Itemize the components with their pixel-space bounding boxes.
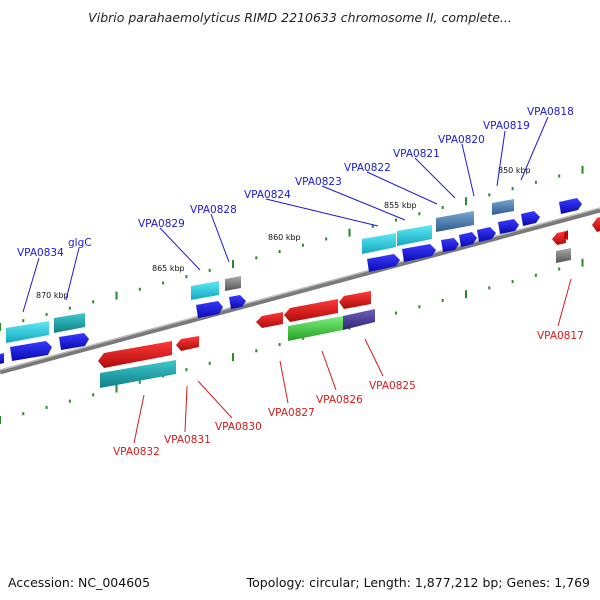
kbp-label-870: 870 kbp	[36, 291, 69, 300]
gene-label-VPA0819[interactable]: VPA0819	[483, 120, 530, 132]
gene-arrow-rev[interactable]	[592, 217, 600, 232]
gene-arrow-fwd[interactable]	[459, 232, 477, 247]
gene-label-VPA0818[interactable]: VPA0818	[527, 106, 574, 118]
gene-arrow-fwd[interactable]	[559, 198, 582, 214]
gene-block-steel[interactable]	[436, 211, 474, 232]
upper-tick-track	[0, 165, 584, 331]
accession-text: Accession: NC_004605	[8, 575, 151, 590]
gene-block-green[interactable]	[288, 316, 343, 341]
genome-backbone	[0, 207, 600, 375]
gene-block-teal[interactable]	[54, 313, 85, 333]
gene-block-cyan[interactable]	[362, 233, 396, 254]
gene-label-VPA0834[interactable]: VPA0834	[17, 247, 64, 259]
gene-label-VPA0822[interactable]: VPA0822	[344, 162, 391, 174]
gene-label-VPA0831[interactable]: VPA0831	[164, 434, 211, 446]
gene-label-VPA0817[interactable]: VPA0817	[537, 330, 584, 342]
gene-label-VPA0832[interactable]: VPA0832	[113, 446, 160, 458]
gene-label-VPA0829[interactable]: VPA0829	[138, 218, 185, 230]
gene-arrow-rev[interactable]	[339, 291, 371, 309]
gene-arrow-fwd[interactable]	[402, 244, 436, 262]
page-title: Vibrio parahaemolyticus RIMD 2210633 chr…	[88, 10, 512, 25]
gene-label-VPA0823[interactable]: VPA0823	[295, 176, 342, 188]
gene-arrow-fwd[interactable]	[0, 353, 4, 364]
gene-block-cyan[interactable]	[6, 321, 49, 343]
gene-arrow-fwd[interactable]	[477, 227, 496, 242]
gene-arrow-fwd[interactable]	[196, 301, 223, 318]
gene-block-teal[interactable]	[100, 360, 176, 388]
kbp-label-865: 865 kbp	[152, 264, 185, 273]
gene-label-VPA0830[interactable]: VPA0830	[215, 421, 262, 433]
gene-block-purple[interactable]	[343, 309, 375, 330]
gene-arrow-fwd[interactable]	[229, 295, 246, 309]
gene-arrow-rev[interactable]	[256, 312, 283, 328]
gene-arrow-rev[interactable]	[284, 299, 338, 322]
reverse-gene-labels: VPA0817 VPA0825 VPA0826 VPA0827 VPA0830 …	[113, 330, 584, 458]
label-leaders	[22, 116, 572, 444]
forward-gene-labels: VPA0818 VPA0819 VPA0820 VPA0821 VPA0822 …	[17, 106, 574, 259]
gene-arrow-fwd[interactable]	[521, 211, 540, 226]
gene-block-cyan[interactable]	[191, 281, 219, 300]
gene-label-glgC[interactable]: glgC	[68, 237, 92, 249]
gene-arrow-fwd[interactable]	[59, 333, 89, 350]
gene-block-cyan[interactable]	[397, 225, 432, 246]
forward-strand-genes	[0, 198, 582, 364]
gene-label-VPA0821[interactable]: VPA0821	[393, 148, 440, 160]
gene-block-gray[interactable]	[556, 248, 571, 263]
gene-label-VPA0820[interactable]: VPA0820	[438, 134, 485, 146]
gene-label-VPA0826[interactable]: VPA0826	[316, 394, 363, 406]
gene-label-VPA0827[interactable]: VPA0827	[268, 407, 315, 419]
reverse-strand-genes	[98, 217, 600, 388]
kbp-label-855: 855 kbp	[384, 201, 417, 210]
gene-block-gray[interactable]	[225, 276, 241, 291]
gene-label-VPA0825[interactable]: VPA0825	[369, 380, 416, 392]
gene-arrow-rev[interactable]	[98, 341, 172, 368]
gene-arrow-fwd[interactable]	[498, 219, 519, 234]
kbp-label-850: 850 kbp	[498, 166, 531, 175]
gene-arrow-fwd[interactable]	[367, 254, 400, 272]
gene-arrow-fwd[interactable]	[441, 238, 459, 252]
gene-arrow-rev[interactable]	[552, 231, 566, 245]
gene-label-VPA0828[interactable]: VPA0828	[190, 204, 237, 216]
gene-block-steel[interactable]	[492, 199, 514, 215]
topology-text: Topology: circular; Length: 1,877,212 bp…	[246, 575, 590, 590]
kbp-label-860: 860 kbp	[268, 233, 301, 242]
gene-arrow-rev[interactable]	[176, 336, 199, 351]
gene-arrow-fwd[interactable]	[10, 341, 52, 361]
gene-label-VPA0824[interactable]: VPA0824	[244, 189, 291, 201]
gene-arrow-rev[interactable]	[564, 230, 568, 240]
